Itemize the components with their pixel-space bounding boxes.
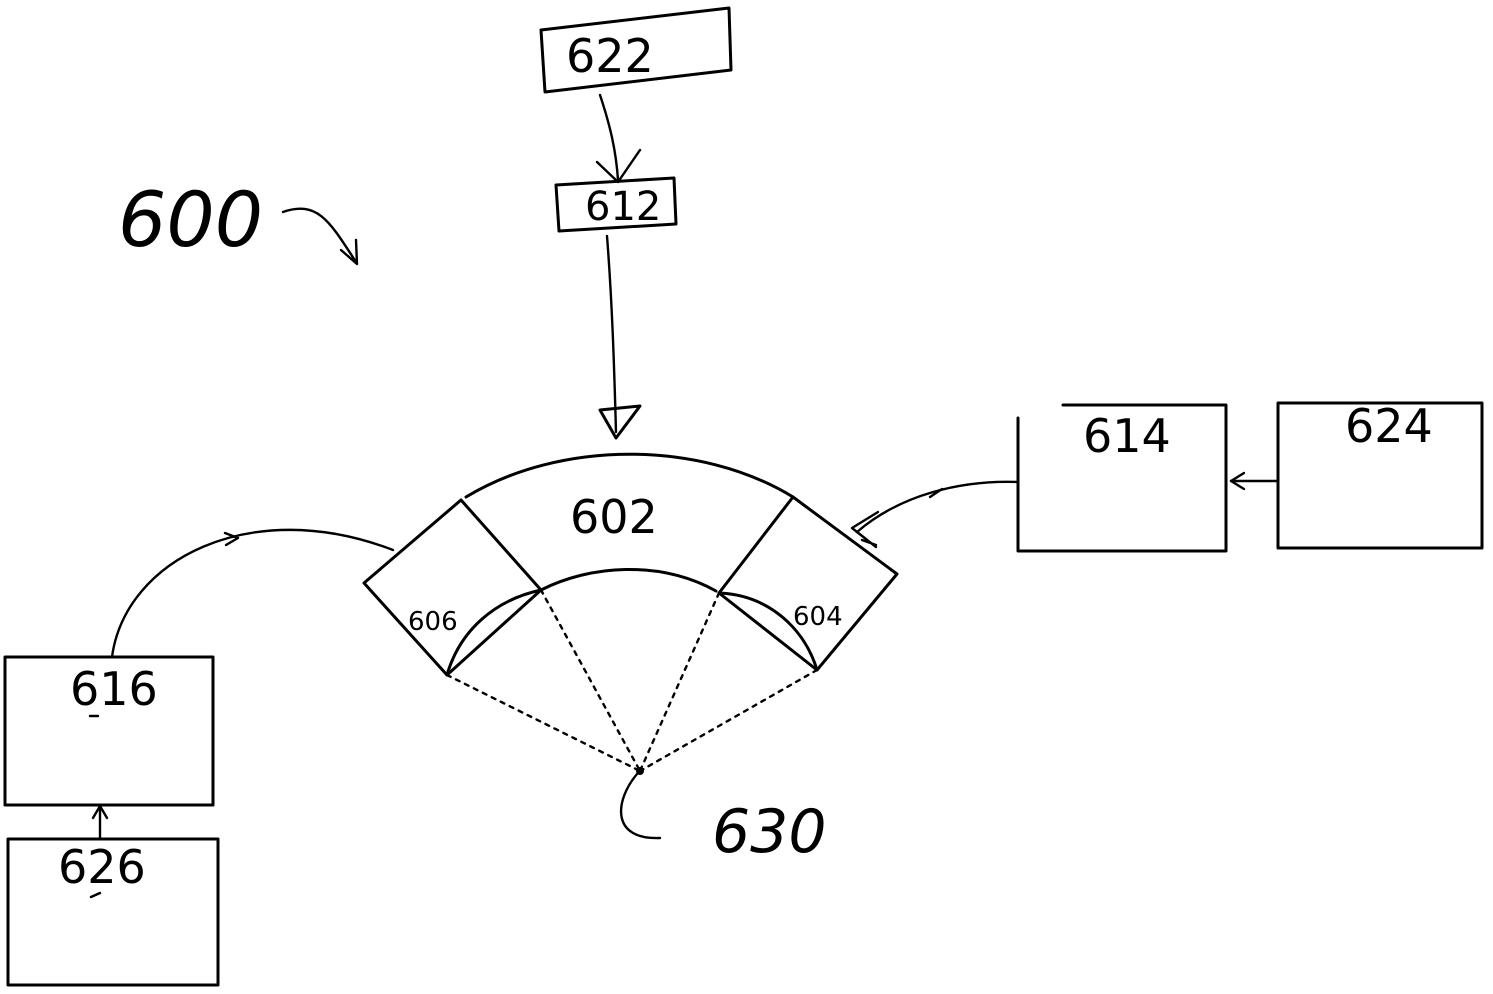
block-616-label: 616 <box>70 662 158 716</box>
sector-604-label: 604 <box>793 602 843 632</box>
block-624-label: 624 <box>1345 399 1433 453</box>
sector-602-inner-arc <box>541 569 716 591</box>
ray-left-inner <box>541 590 640 771</box>
callout-630-leader <box>621 774 660 838</box>
ray-right-inner <box>640 593 719 771</box>
figure-number: 600 <box>118 175 263 264</box>
arrow-616-to-606 <box>112 530 393 657</box>
sector-fan: 602 606 604 <box>364 454 897 775</box>
arrow-612-to-602-head <box>600 406 640 438</box>
block-614-label: 614 <box>1083 409 1171 463</box>
block-614: 614 <box>1018 405 1226 551</box>
arrow-614-to-604 <box>857 482 1018 532</box>
block-622: 622 <box>541 8 731 92</box>
ray-right-outer <box>640 670 817 771</box>
block-616: 616 <box>5 657 213 805</box>
sector-606-outline <box>364 500 541 675</box>
sector-602-label: 602 <box>570 490 658 544</box>
block-624: 624 <box>1278 399 1482 548</box>
block-612-label: 612 <box>585 184 661 230</box>
block-622-label: 622 <box>566 29 654 83</box>
block-626-label: 626 <box>58 840 146 894</box>
callout-630-label: 630 <box>712 797 827 867</box>
block-612: 612 <box>556 178 676 231</box>
ray-left-outer <box>447 675 640 771</box>
sector-606-label: 606 <box>408 607 458 637</box>
block-626: 626 <box>8 839 218 985</box>
arrow-612-to-602 <box>607 236 616 432</box>
